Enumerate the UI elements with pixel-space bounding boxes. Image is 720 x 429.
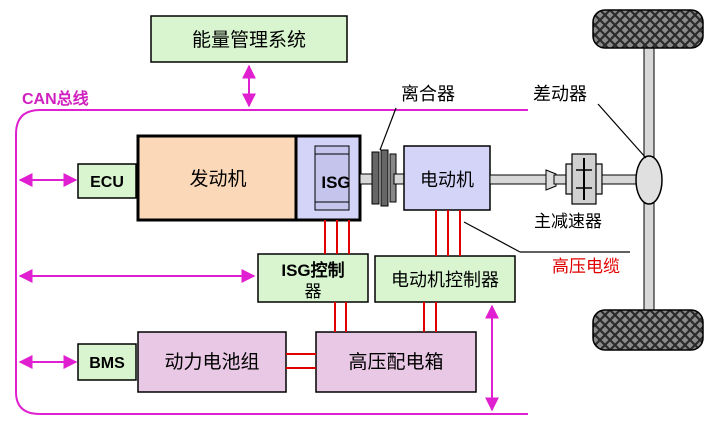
svg-text:ISG控制: ISG控制 — [281, 260, 344, 280]
motor-box: 电动机 — [393, 145, 491, 211]
svg-text:电动机: 电动机 — [420, 170, 474, 191]
output-shaft — [489, 174, 547, 185]
isg-unit: ISG — [294, 134, 362, 222]
clutch-pointer — [379, 107, 397, 151]
svg-text:ISG: ISG — [321, 173, 350, 192]
differential-label: 差动器 — [533, 84, 587, 105]
hv-cable-pointer — [463, 221, 521, 253]
hv-distribution-box: 高压配电箱 — [315, 331, 477, 393]
motor-controller-box: 电动机控制器 — [374, 255, 516, 303]
can-bus-label: CAN总线 — [22, 89, 89, 108]
svg-text:动力电池组: 动力电池组 — [164, 351, 259, 373]
clutch-label: 离合器 — [401, 84, 455, 105]
isg-shaft — [359, 173, 373, 185]
front-wheel — [592, 9, 704, 49]
final-drive-label: 主减速器 — [534, 212, 602, 232]
hv-cables — [286, 210, 461, 369]
hv-cable-label: 高压电缆 — [552, 257, 620, 277]
isg-controller-box: ISG控制 器 — [257, 253, 369, 303]
ecu-box: ECU — [77, 163, 137, 199]
differential — [635, 155, 663, 205]
battery-pack-box: 动力电池组 — [137, 331, 287, 393]
svg-text:BMS: BMS — [89, 355, 125, 372]
svg-text:器: 器 — [305, 282, 322, 302]
svg-text:能量管理系统: 能量管理系统 — [192, 29, 306, 51]
rear-wheel — [592, 309, 704, 351]
differential-pointer — [597, 103, 647, 159]
svg-text:电动机控制器: 电动机控制器 — [391, 270, 499, 291]
bms-box: BMS — [77, 343, 137, 381]
engine-box: 发动机 — [136, 134, 298, 222]
svg-text:ECU: ECU — [90, 174, 124, 191]
energy-management-box: 能量管理系统 — [150, 15, 348, 63]
final-drive — [565, 153, 603, 205]
clutch — [371, 149, 397, 207]
svg-text:高压配电箱: 高压配电箱 — [348, 351, 443, 373]
can-bus-line — [15, 109, 528, 415]
svg-text:发动机: 发动机 — [189, 168, 246, 190]
